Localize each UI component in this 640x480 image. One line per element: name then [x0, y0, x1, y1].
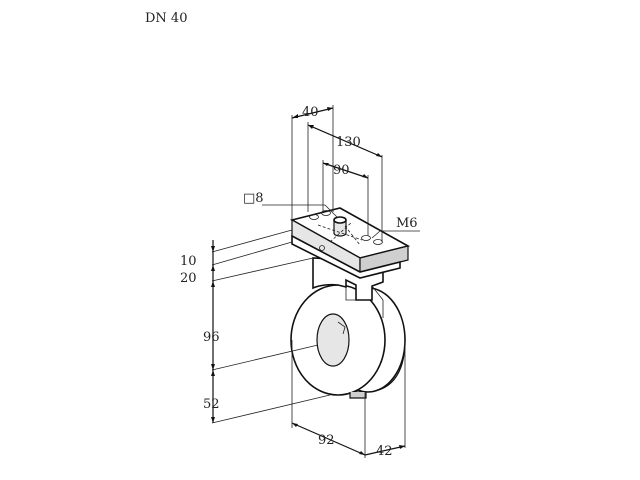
dim-130 — [307, 124, 383, 158]
dim-90-label: 90 — [333, 163, 350, 178]
flange-lower-plate — [291, 234, 401, 279]
dim-20-label: 20 — [180, 271, 197, 286]
stem-shaft — [333, 220, 347, 237]
dim-10-label: 10 — [180, 254, 197, 269]
dim-square-label: □8 — [243, 191, 264, 206]
left-dim-chain — [211, 229, 331, 424]
body-bore — [316, 313, 350, 367]
mounting-hole-4 — [373, 239, 383, 245]
dim-90 — [322, 162, 369, 179]
dim-m6-label: M6 — [396, 216, 418, 231]
neck-edge — [345, 287, 356, 301]
dim-square-leader-arrow — [324, 204, 339, 219]
bore-detail — [337, 321, 346, 335]
dim-92-label: 92 — [318, 433, 335, 448]
dim-42-label: 42 — [376, 444, 393, 459]
dim-40 — [291, 107, 334, 119]
mounting-hole-3 — [361, 235, 371, 241]
bottom-dim-chain — [291, 340, 406, 458]
extension-lines-top — [291, 105, 383, 242]
flange-hatch — [317, 221, 363, 246]
mounting-hole-1 — [309, 214, 319, 220]
flange-right-face — [359, 245, 409, 273]
flange-side-hole — [319, 245, 325, 251]
dim-m6-leader-arrow — [371, 230, 381, 239]
body-lug — [349, 392, 367, 399]
dim-40-label: 40 — [302, 105, 319, 120]
drawing-title: DN 40 — [145, 11, 187, 26]
dim-96-label: 96 — [203, 330, 220, 345]
mounting-hole-2 — [321, 210, 331, 216]
neck-edge-right — [371, 285, 384, 318]
stem-top — [333, 216, 347, 224]
dim-130-label: 130 — [336, 135, 361, 150]
dim-52-label: 52 — [203, 397, 220, 412]
